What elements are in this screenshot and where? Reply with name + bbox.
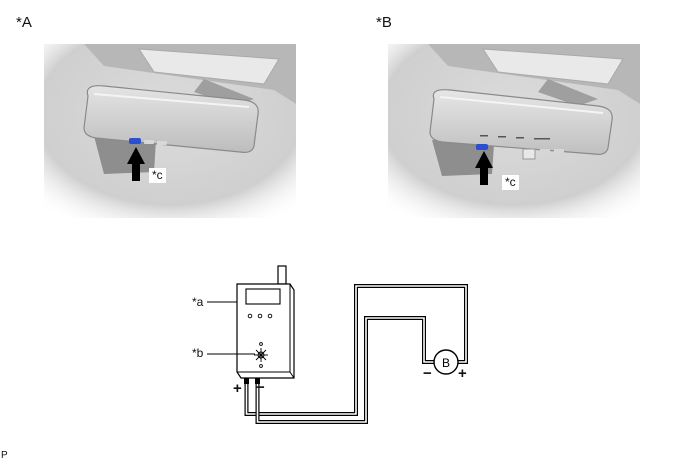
callout-c-a: *c [149, 168, 166, 183]
footer-code: P [1, 450, 8, 461]
view-b-label: *B [376, 14, 392, 31]
mirror-button-a [129, 138, 141, 144]
bulb-minus-sign: − [423, 365, 432, 382]
arrow-icon [475, 151, 493, 185]
bulb-b [433, 349, 459, 375]
mirror-photo-a [44, 44, 296, 218]
view-a-label: *A [16, 14, 32, 31]
label-a: *a [192, 295, 204, 309]
range-dial-icon [254, 342, 268, 368]
meter-minus-sign: − [256, 379, 265, 396]
meter-plus-sign: + [233, 380, 242, 397]
mirror-button-b [476, 144, 488, 150]
label-b: *b [192, 346, 204, 360]
bulb-label: B [442, 356, 450, 370]
arrow-icon [127, 147, 145, 181]
tester-display [245, 288, 281, 305]
mirror-photo-b [388, 44, 640, 218]
bulb-plus-sign: + [458, 365, 467, 382]
callout-c-b: *c [502, 175, 519, 190]
